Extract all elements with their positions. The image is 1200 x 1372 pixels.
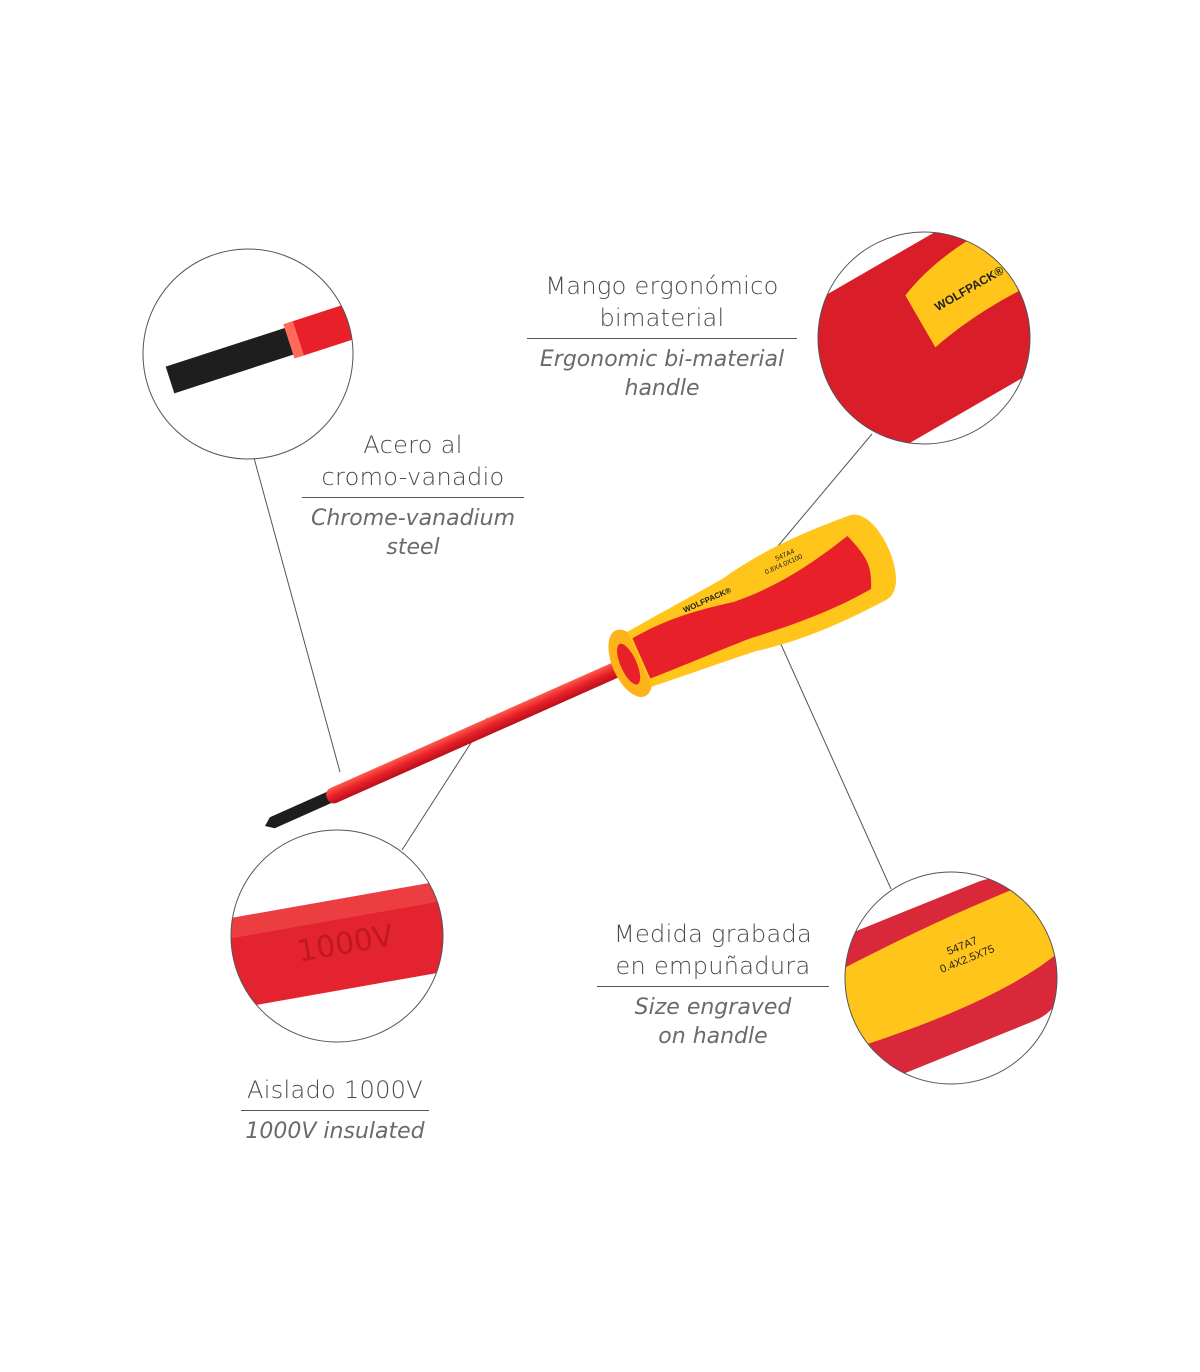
callout-insulated-subtitle: 1000V insulated — [245, 1119, 425, 1144]
blade-tip — [265, 792, 332, 829]
callout-handle-subtitle-1: Ergonomic bi-material — [539, 347, 785, 372]
callout-steel-title-1: Acero al — [363, 431, 463, 459]
divider — [597, 986, 829, 987]
callout-steel: Acero al cromo-vanadio Chrome-vanadium s… — [302, 429, 524, 562]
divider — [302, 497, 524, 498]
divider — [241, 1110, 429, 1111]
callout-insulated-title: Aislado 1000V — [247, 1076, 423, 1104]
leader-line-handle — [777, 433, 873, 547]
screwdriver-image: 547A4 0.8X4.0X100 WOLFPACK® — [265, 514, 896, 829]
callout-engraved-subtitle-1: Size engraved — [634, 995, 792, 1020]
callout-engraved-title-1: Medida grabada — [613, 920, 812, 948]
divider — [527, 338, 797, 339]
callout-steel-title-2: cromo-vanadio — [321, 463, 505, 491]
callout-insulated: Aislado 1000V 1000V insulated — [241, 1074, 429, 1146]
callout-handle-title-1: Mango ergonómico — [545, 272, 779, 300]
callout-handle-title-2: bimaterial — [599, 304, 725, 332]
callout-handle-subtitle-2: handle — [624, 376, 700, 401]
detail-circle-steel-tip — [142, 248, 354, 460]
callout-engraved: Medida grabada en empuñadura Size engrav… — [597, 918, 829, 1051]
callout-steel-subtitle-2: steel — [386, 535, 440, 560]
leader-lines — [253, 433, 892, 890]
leader-line-steel — [253, 457, 341, 773]
insulated-shaft — [326, 663, 621, 804]
callout-handle: Mango ergonómico bimaterial Ergonomic bi… — [527, 270, 797, 403]
leader-line-engraved — [778, 639, 892, 890]
callout-steel-subtitle-1: Chrome-vanadium — [310, 506, 516, 531]
detail-circle-handle: WOLFPACK® — [817, 231, 1031, 445]
callout-engraved-title-2: en empuñadura — [615, 952, 811, 980]
detail-circle-insulated-shaft: 1000V — [230, 829, 444, 1043]
detail-circle-engraved-size: 547A7 0.4X2.5X75 — [844, 871, 1058, 1085]
callout-engraved-subtitle-2: on handle — [658, 1024, 768, 1049]
